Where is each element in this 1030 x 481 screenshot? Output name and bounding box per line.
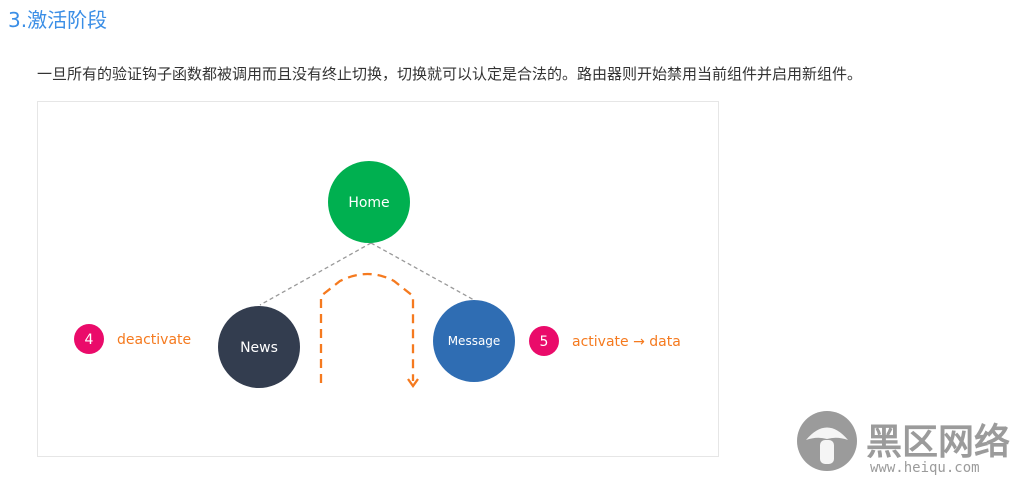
step-5-badge [529, 326, 559, 356]
transition-arrowhead-icon [407, 378, 419, 388]
section-description: 一旦所有的验证钩子函数都被调用而且没有终止切换，切换就可以认定是合法的。路由器则… [37, 65, 863, 83]
activation-diagram: Home News Message 4 deactivate 5 activat… [37, 101, 719, 457]
home-message-connector [370, 242, 475, 301]
step-4-label: deactivate [117, 332, 191, 348]
svg-text:www.heiqu.com: www.heiqu.com [870, 460, 980, 476]
step-activate: 5 activate → data [529, 326, 681, 356]
step-deactivate: 4 deactivate [74, 324, 191, 354]
transition-arrow [319, 272, 415, 383]
home-node-label: Home [348, 195, 389, 211]
message-node-label: Message [448, 334, 501, 348]
watermark-logo: 黑区网络 www.heiqu.com [796, 410, 1030, 477]
svg-text:黑区网络: 黑区网络 [866, 421, 1010, 463]
diagram-canvas: Home News Message 4 deactivate 5 activat… [74, 161, 681, 388]
message-node: Message [433, 300, 515, 382]
section-heading: 3.激活阶段 [8, 8, 108, 32]
home-node: Home [328, 161, 410, 243]
step-5-number: 5 [540, 334, 549, 350]
news-node: News [218, 306, 300, 388]
home-news-connector [259, 242, 372, 306]
news-node-label: News [240, 340, 278, 356]
step-4-number: 4 [85, 332, 94, 348]
step-4-badge [74, 324, 104, 354]
step-5-label: activate → data [572, 334, 681, 350]
